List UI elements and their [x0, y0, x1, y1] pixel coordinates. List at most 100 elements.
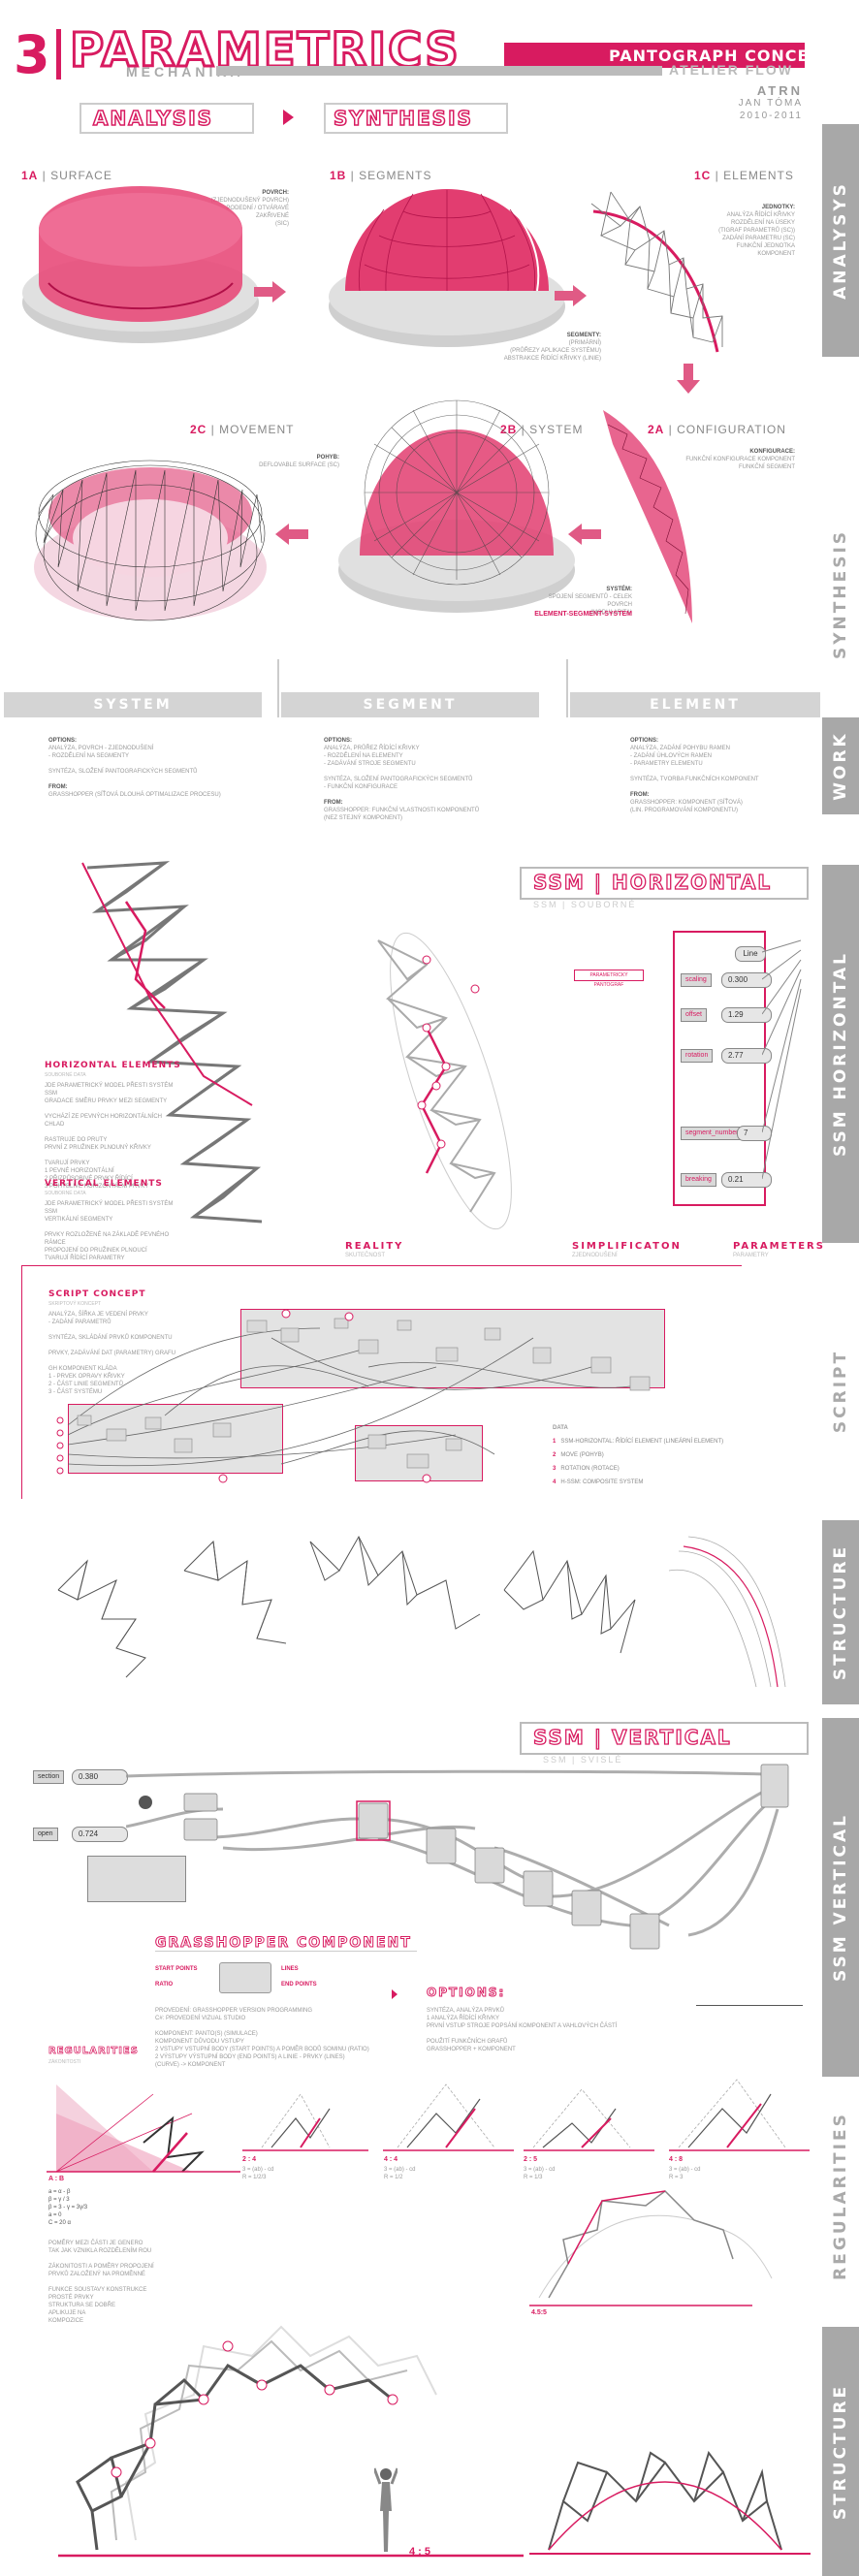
- script-graph: [56, 1309, 651, 1483]
- analysis-box: [80, 103, 254, 134]
- ratio-1-note: 3 = (ab) - cd R = 1/2/3: [242, 2167, 274, 2180]
- col-element-text: OPTIONS:ANALÝZA, ZADÁNÍ POHYBU RAMEN - Z…: [630, 738, 759, 813]
- reality-label: REALITY: [345, 1241, 404, 1252]
- configuration-model: [603, 410, 692, 623]
- slider-open[interactable]: 0.724: [72, 1827, 128, 1842]
- slider-open-label: open: [33, 1828, 58, 1841]
- options-arrow-icon: [392, 1989, 398, 1999]
- ratio-4-note: 3 = (ab) - cd R = 3: [669, 2167, 701, 2180]
- studio-name: ATELIER FLOW: [669, 62, 793, 78]
- ratio-label: A : B: [48, 2176, 65, 2182]
- param-line[interactable]: Line: [735, 946, 766, 962]
- sidebar-ssm-horizontal: SSM HORIZONTAL: [822, 865, 859, 1243]
- slider-section[interactable]: 0.380: [72, 1769, 128, 1785]
- eq-2: β = γ / 3: [48, 2197, 70, 2203]
- big-arch-structure: [58, 2325, 524, 2558]
- sidebar-ssm-horizontal-label: SSM HORIZONTAL: [831, 951, 850, 1157]
- sidebar-structure-label: STRUCTURE: [831, 1543, 850, 1681]
- step-2c-label: 2C | MOVEMENT: [190, 423, 295, 436]
- script-title: SCRIPT CONCEPT: [48, 1289, 146, 1299]
- ssm-v-title: SSM | VERTICAL: [532, 1725, 732, 1749]
- movement-model: [34, 460, 267, 621]
- param-breaking-label: breaking: [681, 1173, 716, 1187]
- gh-vertical-graph: [126, 1764, 789, 1950]
- small-arch-structure: [529, 2190, 773, 2306]
- options-title: OPTIONS:: [426, 1986, 506, 2000]
- vertical-elements-head: VERTICAL ELEMENTS: [45, 1179, 163, 1189]
- legend-2: 2 MOVE (POHYB): [553, 1452, 604, 1458]
- parameters-label: PARAMETERS: [733, 1241, 825, 1252]
- step-2b-label: 2B | SYSTEM: [500, 423, 584, 436]
- ratio-3-note: 3 = (ab) - cd R = 1/3: [524, 2167, 556, 2180]
- work-divider: [277, 659, 279, 717]
- reality-sub: SKUTEČNOST: [345, 1253, 386, 1258]
- parameters-panel: [673, 931, 766, 1206]
- ssm-h-title-box: [520, 867, 809, 900]
- gh-input-1: START POINTS: [155, 1966, 198, 1972]
- gh-group-3: [355, 1425, 483, 1481]
- param-rotation-slider[interactable]: 2.77: [721, 1048, 772, 1064]
- col-system-text: OPTIONS:ANALÝZA, POVRCH - ZJEDNODUŠENÍ -…: [48, 738, 221, 798]
- reality-structure: [81, 861, 263, 1224]
- arrow-right-icon: [573, 285, 587, 306]
- sidebar-regularities-label: REGULARITIES: [831, 2112, 850, 2280]
- sidebar-ssm-vertical-label: SSM VERTICAL: [831, 1812, 850, 1983]
- work-divider: [566, 659, 568, 717]
- arrow-down-icon: [677, 380, 700, 394]
- vertical-elements-sub: SOUBORNÉ DATA: [45, 1191, 86, 1196]
- segments-model: [329, 189, 565, 347]
- sidebar-script: SCRIPT: [822, 1270, 859, 1512]
- synthesis-label: SYNTHESIS: [333, 106, 473, 131]
- ratio-1: 2 : 4: [242, 2156, 257, 2163]
- step-1b-note: SEGMENTY:(PRIMÁRNÍ) (PRŮŘEZY APLIKACE SY…: [503, 333, 601, 362]
- horizontal-elements-sub: SOUBORNÉ DATA: [45, 1072, 86, 1078]
- ratio-3: 2 : 5: [524, 2156, 538, 2163]
- sidebar-work-label: WORK: [831, 731, 850, 801]
- slider-section-label: section: [33, 1770, 65, 1784]
- eq-1: a = α - β: [48, 2189, 71, 2195]
- step-1b-label: 1B | SEGMENTS: [330, 169, 432, 182]
- arrow-left-icon: [568, 524, 582, 545]
- header-number: 3: [14, 24, 50, 85]
- eq-3: β = 3 - γ = 3γ/3: [48, 2205, 88, 2210]
- regularities-diagram: [47, 2084, 240, 2173]
- sidebar-analysys: ANALYSYS: [822, 124, 859, 357]
- step-1a-note: POVRCH:(ZJEDNODUŠENÝ POVRCH) PODEDNÍ / O…: [210, 190, 289, 227]
- eq-4: a = 0: [48, 2212, 62, 2218]
- gh-pantograph-node: [219, 1962, 271, 1993]
- arrow-down-icon: [684, 364, 693, 381]
- step-1c-note: JEDNOTKY:ANALÝZA ŘÍDÍCÍ KŘIVKY ROZDĚLENÍ…: [718, 205, 795, 257]
- script-sub: SKRIPTOVÝ KONCEPT: [48, 1301, 102, 1307]
- grey-bar: [216, 66, 662, 76]
- legend-1: 1 SSM-HORIZONTAL: ŘÍDÍCÍ ELEMENT (LINEÁR…: [553, 1439, 724, 1445]
- param-rotation-label: rotation: [681, 1049, 714, 1063]
- header-divider: [56, 29, 61, 80]
- simplification-structure: [377, 932, 512, 1230]
- ssm-h-title: SSM | HORIZONTAL: [532, 870, 773, 894]
- param-offset-slider[interactable]: 1.29: [721, 1007, 772, 1023]
- col-system-header: SYSTEM: [4, 692, 262, 717]
- gh-component-text: PROVEDENÍ: GRASSHOPPER VERSION PROGRAMMI…: [155, 2008, 369, 2068]
- simplification-sub: ZJEDNODUŠENÍ: [572, 1253, 618, 1258]
- ratio-4: 4 : 8: [669, 2156, 684, 2163]
- eq-5: C = 20 α: [48, 2220, 71, 2226]
- horizontal-elements-head: HORIZONTAL ELEMENTS: [45, 1061, 181, 1070]
- legend-4: 4 H-SSM: COMPOSITE SYSTEM: [553, 1479, 644, 1485]
- flow-arrow-icon: [283, 110, 294, 125]
- years: 2010-2011: [739, 111, 803, 121]
- arrow-left-icon: [582, 529, 601, 539]
- regularities-title: REGULARITIES: [48, 2046, 139, 2057]
- ratio2-label: 4.5:5: [531, 2309, 547, 2316]
- script-frame: [21, 1265, 742, 1499]
- ratio-2: 4 : 4: [384, 2156, 398, 2163]
- sidebar-synthesis-label: SYNTHESIS: [831, 528, 850, 660]
- sidebar-regularities: REGULARITIES: [822, 2084, 859, 2307]
- tag-note: PARAMETRICKÝ PANTOGRAF: [574, 970, 644, 988]
- sidebar-structure2-label: STRUCTURE: [831, 2383, 850, 2520]
- script-legend-title: DATA: [553, 1425, 568, 1431]
- sidebar-work: WORK: [822, 717, 859, 814]
- param-breaking-slider[interactable]: 0.21: [721, 1172, 772, 1188]
- sidebar-synthesis: SYNTHESIS: [822, 493, 859, 696]
- param-scaling-slider[interactable]: 0.300: [721, 972, 772, 988]
- element-segment-system: ELEMENT-SEGMENT-SYSTEM: [534, 611, 632, 618]
